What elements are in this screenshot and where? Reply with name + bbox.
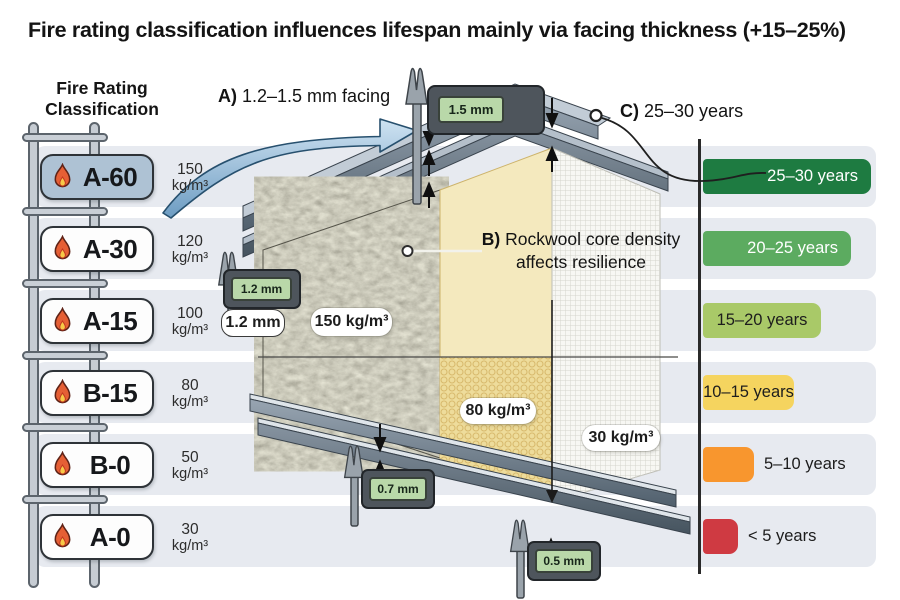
lifespan-bar-label: 10–15 years (703, 383, 794, 401)
rating-code: B-15 (82, 377, 138, 408)
ladder-rung (22, 279, 108, 288)
rating-badge-4: B-0 (40, 442, 154, 488)
flame-icon (54, 523, 71, 548)
annotation-b: B) Rockwool core density affects resilie… (481, 229, 681, 272)
core-density-pill-150: 150 kg/m³ (311, 308, 392, 336)
caliper-reading-0-7mm: 0.7 mm (369, 477, 427, 501)
legend-line2: Classification (45, 98, 159, 119)
flame-icon (54, 307, 71, 332)
caliper-reading-1-2mm: 1.2 mm (231, 277, 292, 301)
density-label: 100 kg/m³ (171, 305, 209, 339)
density-label: 120 kg/m³ (171, 233, 209, 267)
facing-thickness-pill: 1.2 mm (221, 309, 285, 337)
core-density-pill-80: 80 kg/m³ (460, 398, 536, 424)
rating-code: B-0 (89, 449, 131, 480)
axis-tick (698, 211, 701, 286)
axis-tick (698, 283, 701, 358)
lifespan-bar-label: < 5 years (748, 527, 817, 545)
page-title: Fire rating classification influences li… (28, 18, 846, 42)
rating-code: A-0 (89, 521, 131, 552)
density-label: 150 kg/m³ (171, 161, 209, 195)
lifespan-bar-5-10 (703, 447, 754, 482)
annotation-c: C) 25–30 years (620, 101, 744, 121)
rating-badge-1: A-30 (40, 226, 154, 272)
lifespan-bar-15-20 (703, 303, 821, 338)
rating-code: A-15 (82, 305, 138, 336)
annotation-a: A) 1.2–1.5 mm facing (218, 86, 391, 106)
flame-icon (54, 235, 71, 260)
rating-code: A-60 (82, 161, 138, 192)
axis-tick (698, 355, 701, 430)
flame-icon (54, 451, 71, 476)
rating-badge-2: A-15 (40, 298, 154, 344)
flame-icon (54, 163, 71, 188)
rating-badge-5: A-0 (40, 514, 154, 560)
rating-code: A-30 (82, 233, 138, 264)
lifespan-bar-label: 5–10 years (764, 455, 846, 473)
lifespan-bar-label: 25–30 years (767, 167, 858, 185)
lifespan-bar-label: 20–25 years (747, 239, 838, 257)
flame-icon (54, 379, 71, 404)
rating-badge-0: A-60 (40, 154, 154, 200)
axis-tick (698, 427, 701, 502)
caliper-reading-0-5mm: 0.5 mm (535, 549, 593, 573)
density-label: 50 kg/m³ (171, 449, 209, 483)
rating-badge-3: B-15 (40, 370, 154, 416)
fire-rating-legend-header: Fire Rating Classification (28, 78, 176, 119)
legend-line1: Fire Rating (56, 78, 148, 98)
ladder-rung (22, 133, 108, 142)
lifespan-bar-10-15 (703, 375, 794, 410)
ladder-rung (22, 207, 108, 216)
ladder-rung (22, 423, 108, 432)
ladder-rung (22, 495, 108, 504)
caliper-reading-1-5mm: 1.5 mm (438, 96, 504, 123)
density-label: 30 kg/m³ (171, 521, 209, 555)
lifespan-bar-20-25 (703, 231, 851, 266)
lifespan-bar-under-5 (703, 519, 738, 554)
ladder-rung (22, 351, 108, 360)
density-label: 80 kg/m³ (171, 377, 209, 411)
lifespan-bar-label: 15–20 years (716, 311, 808, 329)
core-density-pill-30: 30 kg/m³ (582, 425, 660, 451)
axis-tick (698, 499, 701, 574)
axis-tick (698, 139, 701, 214)
